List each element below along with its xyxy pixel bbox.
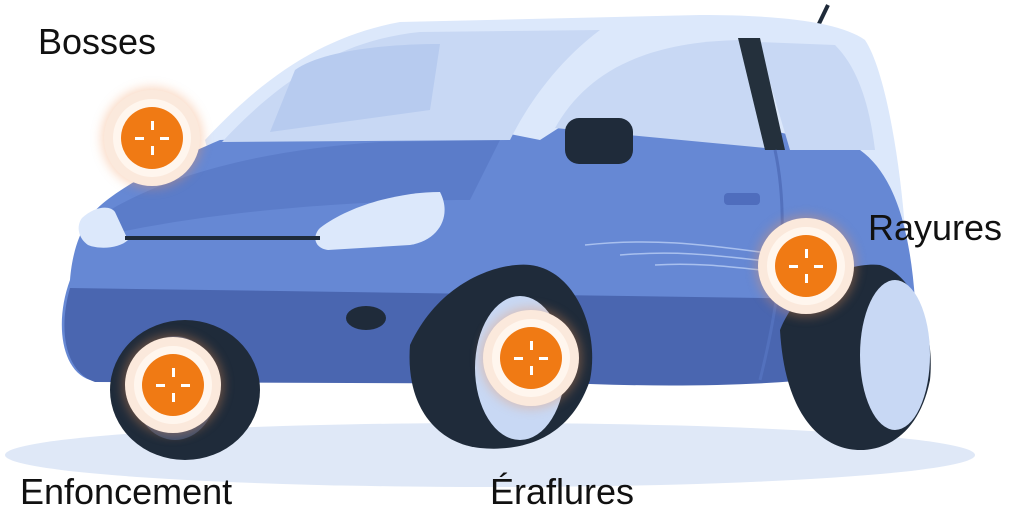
door-handle bbox=[724, 193, 760, 205]
crosshair-icon bbox=[500, 327, 562, 389]
damage-marker-eraflures[interactable] bbox=[483, 310, 579, 406]
label-eraflures: Éraflures bbox=[490, 474, 634, 510]
side-mirror bbox=[565, 118, 633, 164]
crosshair-icon bbox=[775, 235, 837, 297]
damage-marker-bosses[interactable] bbox=[104, 90, 200, 186]
label-rayures: Rayures bbox=[868, 210, 1002, 246]
label-bosses: Bosses bbox=[38, 24, 156, 60]
crosshair-icon bbox=[142, 354, 204, 416]
fog-light bbox=[346, 306, 386, 330]
damage-marker-rayures[interactable] bbox=[758, 218, 854, 314]
crosshair-icon bbox=[121, 107, 183, 169]
damage-marker-enfoncement[interactable] bbox=[125, 337, 221, 433]
label-enfoncement: Enfoncement bbox=[20, 474, 232, 510]
